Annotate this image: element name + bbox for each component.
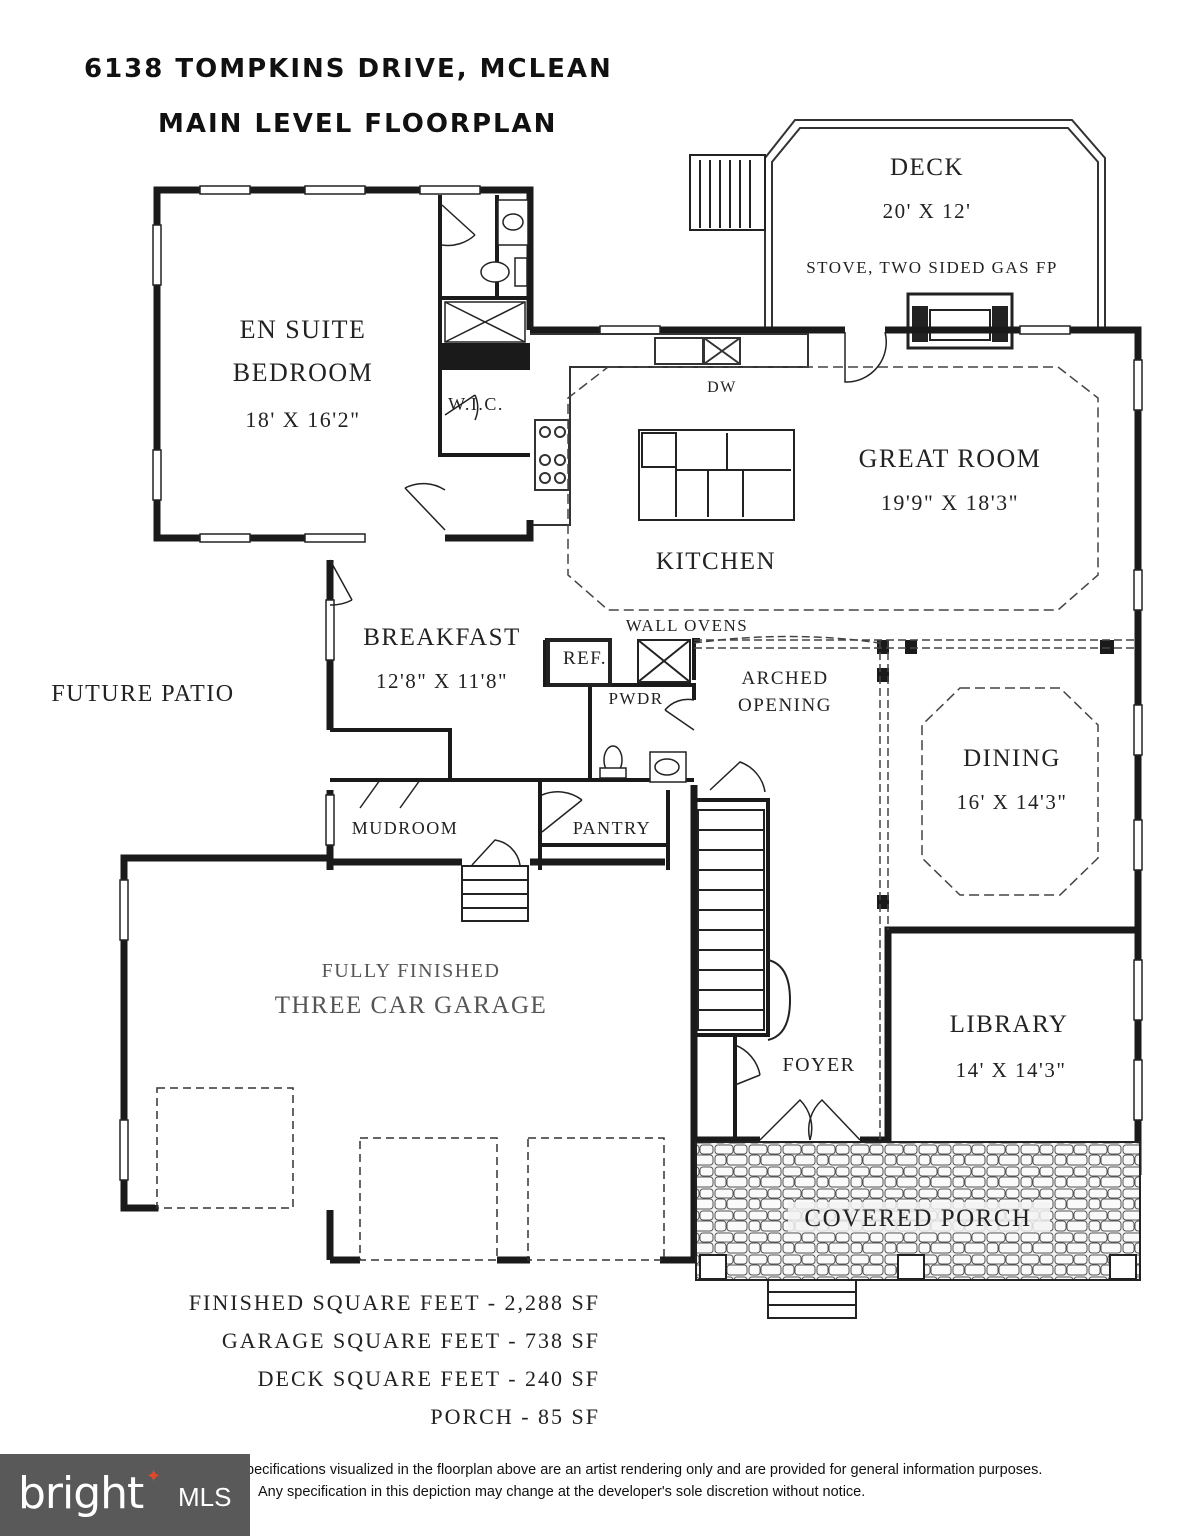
covered-porch-label: COVERED PORCH <box>804 1205 1031 1232</box>
dining-label: DINING <box>963 745 1061 772</box>
great-room-ceiling <box>567 366 1099 611</box>
kitchen-island <box>638 429 795 521</box>
ref-and-ovens <box>546 638 691 687</box>
disclaimer-line-1: pecifications visualized in the floorpla… <box>246 1462 1043 1478</box>
ref-label: REF. <box>563 648 607 669</box>
bath-fixtures <box>444 199 687 783</box>
foyer-label: FOYER <box>782 1054 855 1076</box>
deck-size: 20' X 12' <box>883 199 972 223</box>
disclaimer-line-2: Any specification in this depiction may … <box>258 1484 866 1500</box>
logo-star-icon: ✦ <box>146 1466 162 1486</box>
great-room-size: 19'9" X 18'3" <box>881 490 1019 515</box>
stove-note: STOVE, TWO SIDED GAS FP <box>806 258 1058 277</box>
breakfast-label: BREAKFAST <box>363 624 521 651</box>
logo-suffix: MLS <box>178 1482 232 1512</box>
library-size: 14' X 14'3" <box>956 1058 1067 1082</box>
logo-brand: bright <box>18 1468 144 1519</box>
exterior-walls <box>120 186 1142 1264</box>
dw-label: DW <box>707 379 737 396</box>
garage-label-2: THREE CAR GARAGE <box>275 992 548 1019</box>
arched-lines <box>693 635 1138 1140</box>
bath-wall-dark <box>440 345 530 368</box>
wall-ovens-label: WALL OVENS <box>626 616 749 635</box>
arched-label-2: OPENING <box>738 695 832 716</box>
floorplan-subtitle: MAIN LEVEL FLOORPLAN <box>158 109 558 139</box>
great-room-label: GREAT ROOM <box>859 444 1042 473</box>
pwdr-label: PWDR <box>608 689 663 708</box>
deck-stairs <box>689 154 766 231</box>
deck-label: DECK <box>890 154 964 181</box>
breakfast-size: 12'8" X 11'8" <box>376 669 508 693</box>
mudroom-label: MUDROOM <box>352 818 459 838</box>
dining-ceiling <box>921 687 1099 896</box>
arched-label-1: ARCHED <box>741 668 828 689</box>
pantry-label: PANTRY <box>573 818 651 838</box>
bright-mls-logo: bright ✦ MLS <box>0 1454 250 1536</box>
doors <box>329 204 888 1141</box>
interior-stairs <box>461 809 792 1041</box>
deck-sf: DECK SQUARE FEET - 240 SF <box>257 1366 600 1391</box>
garage-sf: GARAGE SQUARE FEET - 738 SF <box>221 1328 600 1353</box>
columns <box>877 640 1114 909</box>
fireplace <box>906 292 1014 350</box>
porch-sf: PORCH - 85 SF <box>430 1404 600 1429</box>
garage-label-1: FULLY FINISHED <box>322 960 501 982</box>
wic-label: W.I.C. <box>448 394 504 414</box>
finished-sf: FINISHED SQUARE FEET - 2,288 SF <box>188 1290 600 1315</box>
en-suite-size: 18' X 16'2" <box>245 407 360 432</box>
dining-size: 16' X 14'3" <box>957 790 1068 814</box>
en-suite-label-1: EN SUITE <box>240 315 367 344</box>
garage-doors <box>156 1087 665 1261</box>
bedroom-windows <box>119 185 1143 1181</box>
library-label: LIBRARY <box>950 1011 1069 1038</box>
kitchen-label: KITCHEN <box>656 548 776 575</box>
address-title: 6138 TOMPKINS DRIVE, MCLEAN <box>84 54 613 84</box>
en-suite-label-2: BEDROOM <box>233 358 374 387</box>
future-patio-label: FUTURE PATIO <box>51 681 234 707</box>
